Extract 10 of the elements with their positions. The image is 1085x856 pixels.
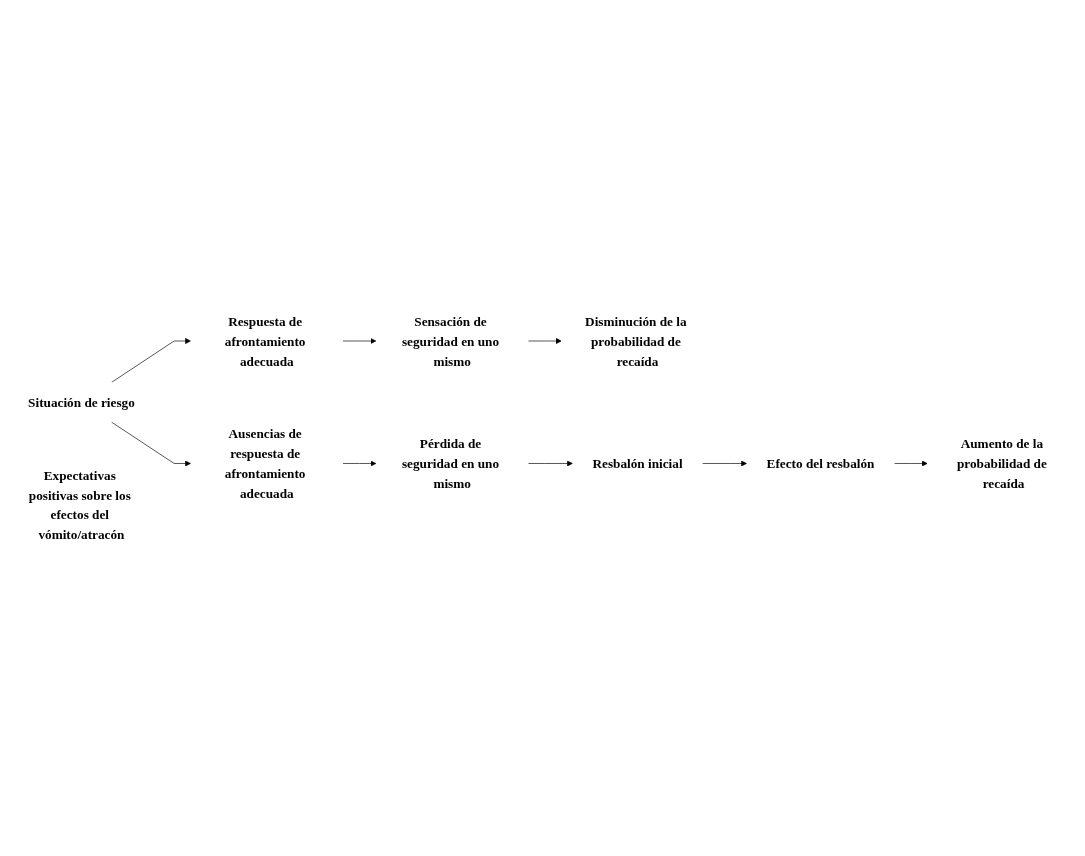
node-text: Pérdida de seguridad en uno mismo — [401, 436, 500, 491]
node-text: Expectativas positivas sobre los efectos del vómito/atracón — [28, 467, 131, 543]
node-text: Disminución de la probabilidad de recaída — [585, 313, 687, 369]
node-text: Respuesta de afrontamiento adecuada — [224, 313, 306, 369]
node-text: Ausencias de respuesta de afrontamiento adecuada — [224, 426, 306, 501]
node-text: Efecto del resbalón — [766, 456, 875, 471]
node-text: Aumento de la probabilidad de recaída — [956, 436, 1047, 491]
node-text: Resbalón inicial — [592, 456, 683, 471]
node-text: Situación de riesgo — [28, 395, 135, 410]
node-text: Sensación de seguridad en uno mismo — [401, 313, 500, 369]
